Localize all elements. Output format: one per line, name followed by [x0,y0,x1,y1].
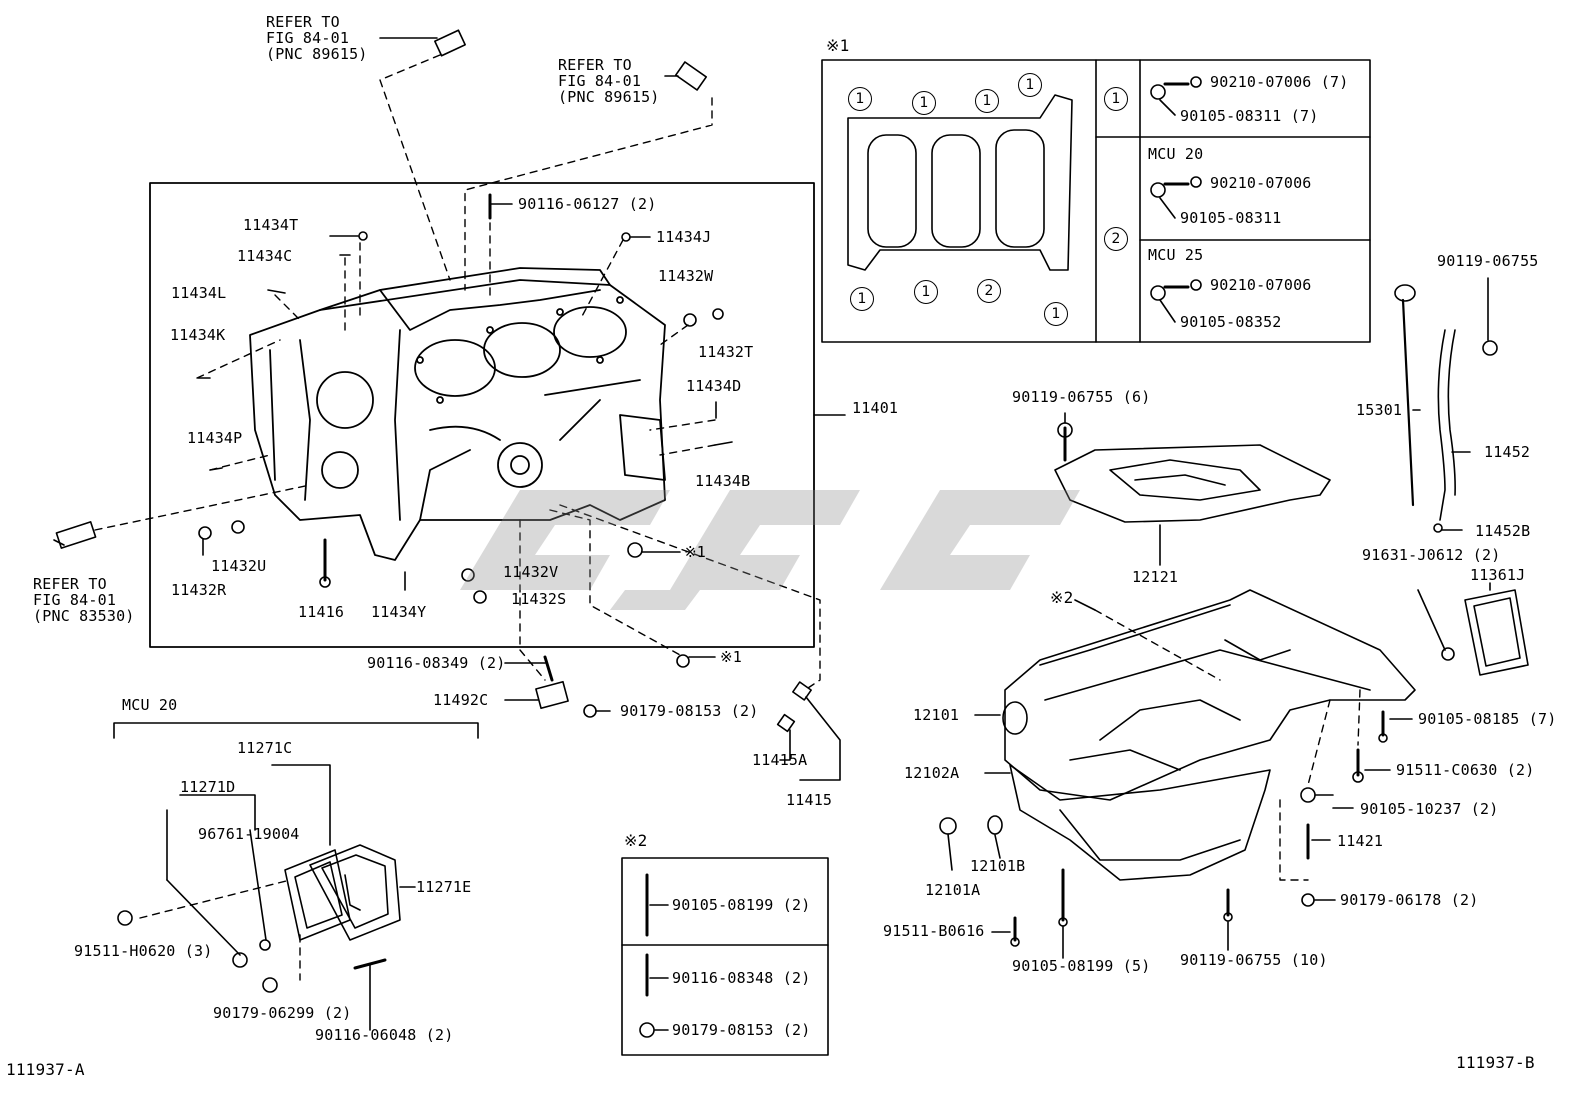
variant-title-mcu20: MCU 20 [1148,145,1204,163]
part-label[interactable]: 11434Y [371,603,427,621]
variant-title-mcu25: MCU 25 [1148,246,1204,264]
oil-pan-lower-drawing [1009,764,1271,881]
part-label[interactable]: 12102A [904,764,960,782]
dipstick-drawing [1394,284,1498,533]
part-label[interactable]: 91511-H0620 (3) [74,942,213,960]
part-label[interactable]: 11415 [786,791,833,809]
sensor-left [53,521,97,549]
part-label[interactable]: 11421 [1337,832,1384,850]
bolt-position-marker: 2 [977,279,1001,303]
note2-item[interactable]: 90116-08348 (2) [672,969,811,987]
part-label[interactable]: 90116-06048 (2) [315,1026,454,1044]
part-label[interactable]: 91631-J0612 (2) [1362,546,1501,564]
note-marker: ※2 [1050,588,1074,607]
part-label[interactable]: 90119-06755 [1437,252,1539,270]
part-label[interactable]: 90105-08199 (5) [1012,957,1151,975]
part-label[interactable]: 11434J [656,228,712,246]
part-label[interactable]: 90105-08352 [1180,313,1282,331]
part-label[interactable]: 11434L [171,284,227,302]
baffle-plate-drawing [1054,444,1331,523]
bolt-position-marker: 1 [975,89,999,113]
bolt-position-marker: 1 [1018,73,1042,97]
watermark-logo [460,490,1080,610]
part-label[interactable]: 90116-08349 (2) [367,654,506,672]
part-label[interactable]: 11434P [187,429,243,447]
part-label[interactable]: 96761-19004 [198,825,300,843]
part-label[interactable]: 11432W [658,267,714,285]
part-label[interactable]: 12121 [1132,568,1179,586]
part-label[interactable]: 15301 [1356,401,1403,419]
part-label[interactable]: 90179-06178 (2) [1340,891,1479,909]
note2-item[interactable]: 90179-08153 (2) [672,1021,811,1039]
note2-box-title: ※2 [624,831,648,850]
part-label[interactable]: 91511-C0630 (2) [1396,761,1535,779]
ref-note-top-2: REFER TO FIG 84-01 (PNC 89615) [558,56,660,106]
part-label[interactable]: 11401 [852,399,899,417]
note2-item[interactable]: 90105-08199 (2) [672,896,811,914]
note-marker: ※1 [720,648,742,666]
part-label[interactable]: 11432T [698,343,754,361]
sensor-top-2 [664,61,708,91]
part-label[interactable]: 90179-08153 (2) [620,702,759,720]
figure-id-right: 111937-B [1456,1053,1535,1072]
part-label[interactable]: 11361J [1470,566,1526,584]
part-label[interactable]: 12101 [913,706,960,724]
ref-note-left: REFER TO FIG 84-01 (PNC 83530) [33,575,135,625]
group-title-mcu20: MCU 20 [122,696,178,714]
head-gasket-drawing [847,94,1073,271]
part-label[interactable]: 11415A [752,751,808,769]
part-label[interactable]: 12101B [970,857,1026,875]
part-label[interactable]: 11434B [695,472,751,490]
part-label[interactable]: 11271C [237,739,293,757]
ref-note-top-1: REFER TO FIG 84-01 (PNC 89615) [266,13,368,63]
bolt-position-marker: 1 [914,280,938,304]
part-label[interactable]: 11432R [171,581,227,599]
part-label[interactable]: 12101A [925,881,981,899]
part-label[interactable]: 90105-08311 [1180,209,1282,227]
bolt-position-marker: 1 [850,287,874,311]
part-label[interactable]: 11434K [170,326,226,344]
bolt-position-marker: 1 [1044,302,1068,326]
part-label[interactable]: 11452B [1475,522,1531,540]
part-label[interactable]: 11432V [503,563,559,581]
part-label[interactable]: 90105-10237 (2) [1360,800,1499,818]
gasket-11271 [284,844,401,941]
note-marker: ※1 [684,543,706,561]
part-label[interactable]: 11416 [298,603,345,621]
part-label[interactable]: 11271E [416,878,472,896]
part-label[interactable]: 90210-07006 (7) [1210,73,1349,91]
engine-block-drawing [249,267,666,561]
part-label[interactable]: 11452 [1484,443,1531,461]
part-label[interactable]: 90210-07006 [1210,174,1312,192]
note1-box-title: ※1 [826,36,850,55]
part-label[interactable]: 90105-08311 (7) [1180,107,1319,125]
sensor-top-1 [379,29,466,57]
part-label[interactable]: 11434T [243,216,299,234]
part-label[interactable]: 11434C [237,247,293,265]
part-label[interactable]: 90119-06755 (6) [1012,388,1151,406]
part-label[interactable]: 90116-06127 (2) [518,195,657,213]
part-label[interactable]: 11492C [433,691,489,709]
part-label[interactable]: 11434D [686,377,742,395]
bolt-position-marker: 1 [912,91,936,115]
part-label[interactable]: 11432S [511,590,567,608]
bolt-position-marker: 1 [848,87,872,111]
figure-id-left: 111937-A [6,1060,85,1079]
part-label[interactable]: 11432U [211,557,267,575]
part-label[interactable]: 90210-07006 [1210,276,1312,294]
legend-marker-1: 1 [1104,87,1128,111]
part-label[interactable]: 90105-08185 (7) [1418,710,1557,728]
part-label[interactable]: 90119-06755 (10) [1180,951,1328,969]
part-label[interactable]: 11271D [180,778,236,796]
legend-marker-2: 2 [1104,227,1128,251]
part-label[interactable]: 90179-06299 (2) [213,1004,352,1022]
part-label[interactable]: 91511-B0616 [883,922,985,940]
